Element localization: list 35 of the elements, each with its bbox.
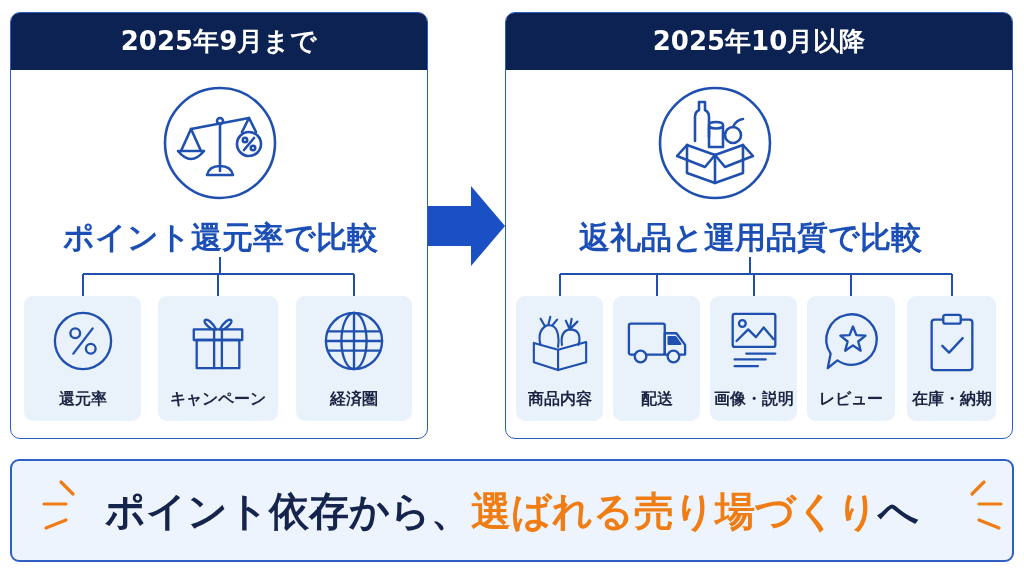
heading-text: 返礼品と運用品質で比較 [578,217,922,257]
category-card [710,296,797,421]
connector-line [951,273,953,297]
connector-line [217,273,219,297]
connector-line [82,256,355,275]
header-band: 2025年10月以降 [506,13,1012,70]
category-card [24,296,141,421]
connector-line [753,273,755,297]
category-label: 在庫・納期 [911,389,992,409]
category-label: 経済圏 [330,389,378,409]
connector-line [559,273,561,297]
category-card [907,296,996,421]
connector-line [850,273,852,297]
block-arrow [428,186,505,266]
connector-line [82,273,84,297]
category-label: 配送 [640,389,673,409]
category-card [296,296,412,421]
panel [10,12,428,439]
connector-line [353,273,355,297]
category-label: レビュー [819,389,883,409]
connector-line [559,256,953,275]
panel [505,12,1013,439]
banner [10,459,1014,562]
category-label: キャンペーン [170,389,266,409]
category-card [516,296,603,421]
category-card [807,296,895,421]
category-card [158,296,278,421]
category-label: 商品内容 [527,389,592,409]
connector-line [656,273,658,297]
banner-text: ポイント依存から、選ばれる売り場づくりへ [105,486,919,536]
category-label: 画像・説明 [713,389,794,409]
header-band: 2025年9月まで [11,13,427,70]
category-card [613,296,700,421]
category-label: 還元率 [58,389,107,409]
heading-text: ポイント還元率で比較 [62,217,378,257]
